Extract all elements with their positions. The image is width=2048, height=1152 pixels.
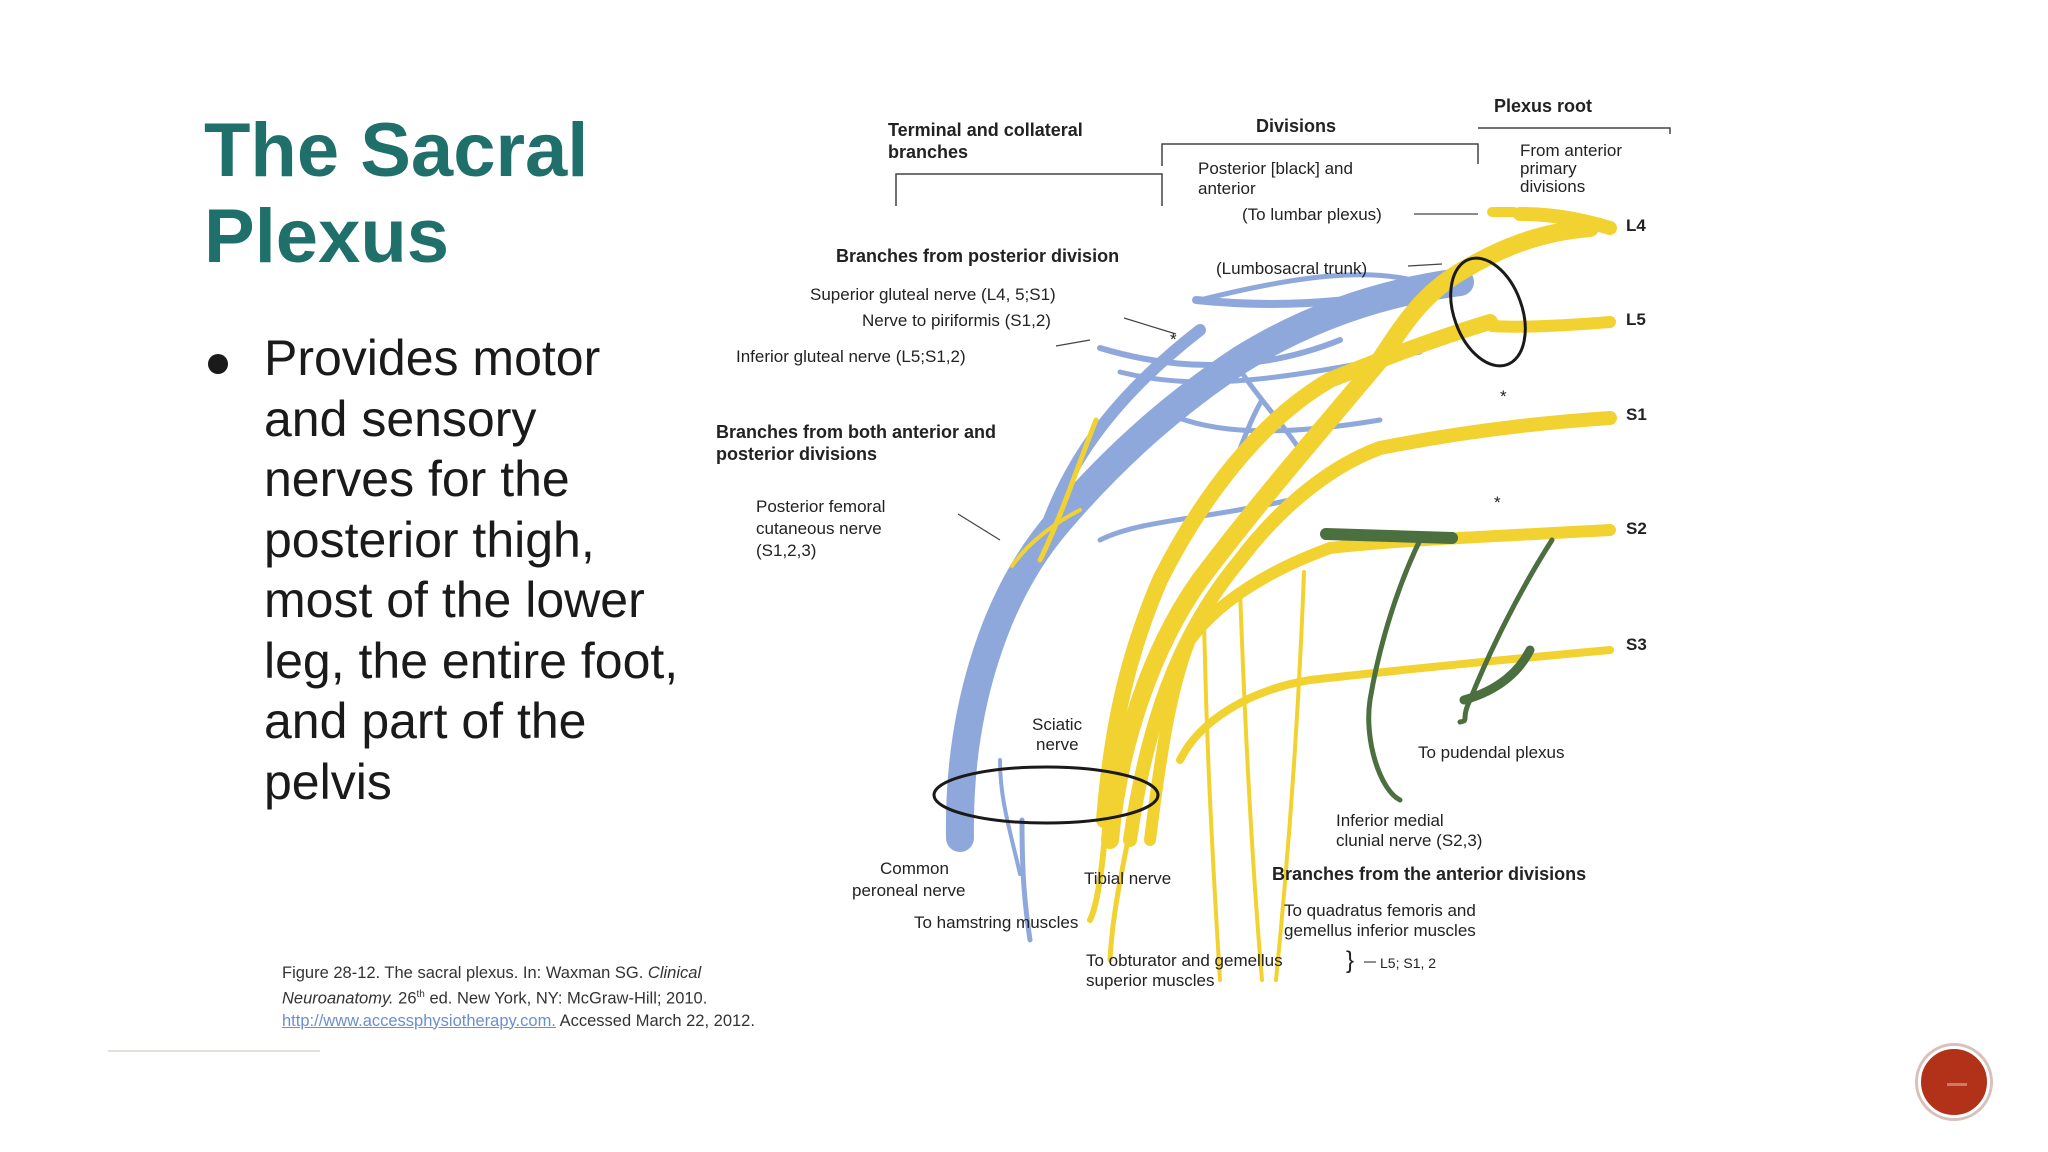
- inferior-gluteal-label: Inferior gluteal nerve (L5;S1,2): [736, 347, 966, 366]
- sacral-plexus-diagram: L4 L5 S1 S2 S3 Terminal and collateral b…: [716, 92, 1680, 1032]
- footer-divider: [108, 1050, 320, 1052]
- post-fem-line2: cutaneous nerve: [756, 519, 882, 538]
- obturator-brace: }: [1346, 947, 1354, 974]
- quadratus-line2: gemellus inferior muscles: [1284, 921, 1476, 940]
- bullet-text: Provides motor and sensory nerves for th…: [264, 330, 679, 810]
- caption-link[interactable]: http://www.accessphysiotherapy.com.: [282, 1011, 556, 1030]
- root-note-line1: From anterior: [1520, 141, 1622, 160]
- header-divisions: Divisions: [1256, 116, 1336, 136]
- posterior-branches-header: Branches from posterior division: [836, 246, 1119, 266]
- common-peroneal-line1: Common: [880, 859, 949, 878]
- title-line-2: Plexus: [204, 194, 450, 279]
- bullet-list: Provides motor and sensory nerves for th…: [204, 328, 684, 812]
- leader-lines: [957, 213, 1478, 963]
- divisions-note-line1: Posterior [black] and: [1198, 159, 1353, 178]
- slide-title: The Sacral Plexus: [204, 108, 588, 280]
- caption-accessed: Accessed March 22, 2012.: [555, 1011, 755, 1030]
- bullet-icon: [208, 354, 228, 374]
- plexus-svg: L4 L5 S1 S2 S3 Terminal and collateral b…: [716, 96, 1671, 990]
- obturator-roots-label: L5; S1, 2: [1380, 955, 1436, 971]
- figure-caption: Figure 28-12. The sacral plexus. In: Wax…: [282, 962, 922, 1032]
- asterisk-2: *: [1500, 387, 1507, 406]
- header-plexus-root: Plexus root: [1494, 96, 1592, 116]
- piriformis-label: Nerve to piriformis (S1,2): [862, 311, 1051, 330]
- sciatic-line1: Sciatic: [1032, 715, 1083, 734]
- inf-medial-line2: clunial nerve (S2,3): [1336, 831, 1482, 850]
- caption-line-1: Figure 28-12. The sacral plexus. In: Wax…: [282, 962, 922, 984]
- anterior-header: Branches from the anterior divisions: [1272, 864, 1586, 884]
- root-note-line2: primary: [1520, 159, 1577, 178]
- next-slide-button[interactable]: [1918, 1046, 1990, 1118]
- quadratus-line1: To quadratus femoris and: [1284, 901, 1476, 920]
- inf-medial-line1: Inferior medial: [1336, 811, 1444, 830]
- lumbosacral-label: (Lumbosacral trunk): [1216, 259, 1367, 278]
- asterisk-3: *: [1494, 493, 1501, 512]
- caption-edition-sup: th: [416, 989, 425, 1000]
- to-lumbar-label: (To lumbar plexus): [1242, 205, 1382, 224]
- superior-gluteal-label: Superior gluteal nerve (L4, 5;S1): [810, 285, 1056, 304]
- root-s1-label: S1: [1626, 405, 1647, 424]
- caption-edition-num: 26: [393, 989, 417, 1008]
- obturator-line1: To obturator and gemellus: [1086, 951, 1283, 970]
- caption-line2-rest: ed. New York, NY: McGraw-Hill; 2010.: [424, 989, 708, 1008]
- header-terminal-line2: branches: [888, 142, 968, 162]
- anterior-division-nerves: [1010, 207, 1617, 982]
- caption-italic-title: Clinical: [647, 964, 702, 982]
- hamstring-label: To hamstring muscles: [914, 913, 1078, 932]
- root-s3-label: S3: [1626, 635, 1647, 654]
- caption-line2-italic: Neuroanatomy.: [282, 989, 394, 1008]
- pudendal-label: To pudendal plexus: [1418, 743, 1565, 762]
- root-l5-label: L5: [1626, 310, 1646, 329]
- root-s2-label: S2: [1626, 519, 1647, 538]
- pudendal-branches: [1320, 528, 1555, 803]
- both-header-line2: posterior divisions: [716, 444, 877, 464]
- post-fem-line3: (S1,2,3): [756, 541, 816, 560]
- common-peroneal-line2: peroneal nerve: [852, 881, 965, 900]
- caption-line-3: http://www.accessphysiotherapy.com. Acce…: [282, 1010, 922, 1032]
- next-arrow-icon: [1947, 1083, 1967, 1086]
- root-l4-label: L4: [1626, 216, 1646, 235]
- title-line-1: The Sacral: [204, 108, 589, 193]
- post-fem-line1: Posterior femoral: [756, 497, 885, 516]
- header-brackets: [895, 127, 1671, 206]
- root-note-line3: divisions: [1520, 177, 1585, 196]
- header-terminal-line1: Terminal and collateral: [888, 120, 1083, 140]
- divisions-note-line2: anterior: [1198, 179, 1256, 198]
- sciatic-line2: nerve: [1036, 735, 1079, 754]
- caption-part1: Figure 28-12. The sacral plexus. In: Wax…: [282, 964, 644, 982]
- obturator-line2: superior muscles: [1086, 971, 1215, 990]
- asterisk-1: *: [1170, 330, 1177, 349]
- both-header-line1: Branches from both anterior and: [716, 422, 996, 442]
- caption-line-2: Neuroanatomy. 26th ed. New York, NY: McG…: [282, 984, 922, 1010]
- tibial-label: Tibial nerve: [1084, 869, 1171, 888]
- highlight-ellipses: [932, 256, 1527, 825]
